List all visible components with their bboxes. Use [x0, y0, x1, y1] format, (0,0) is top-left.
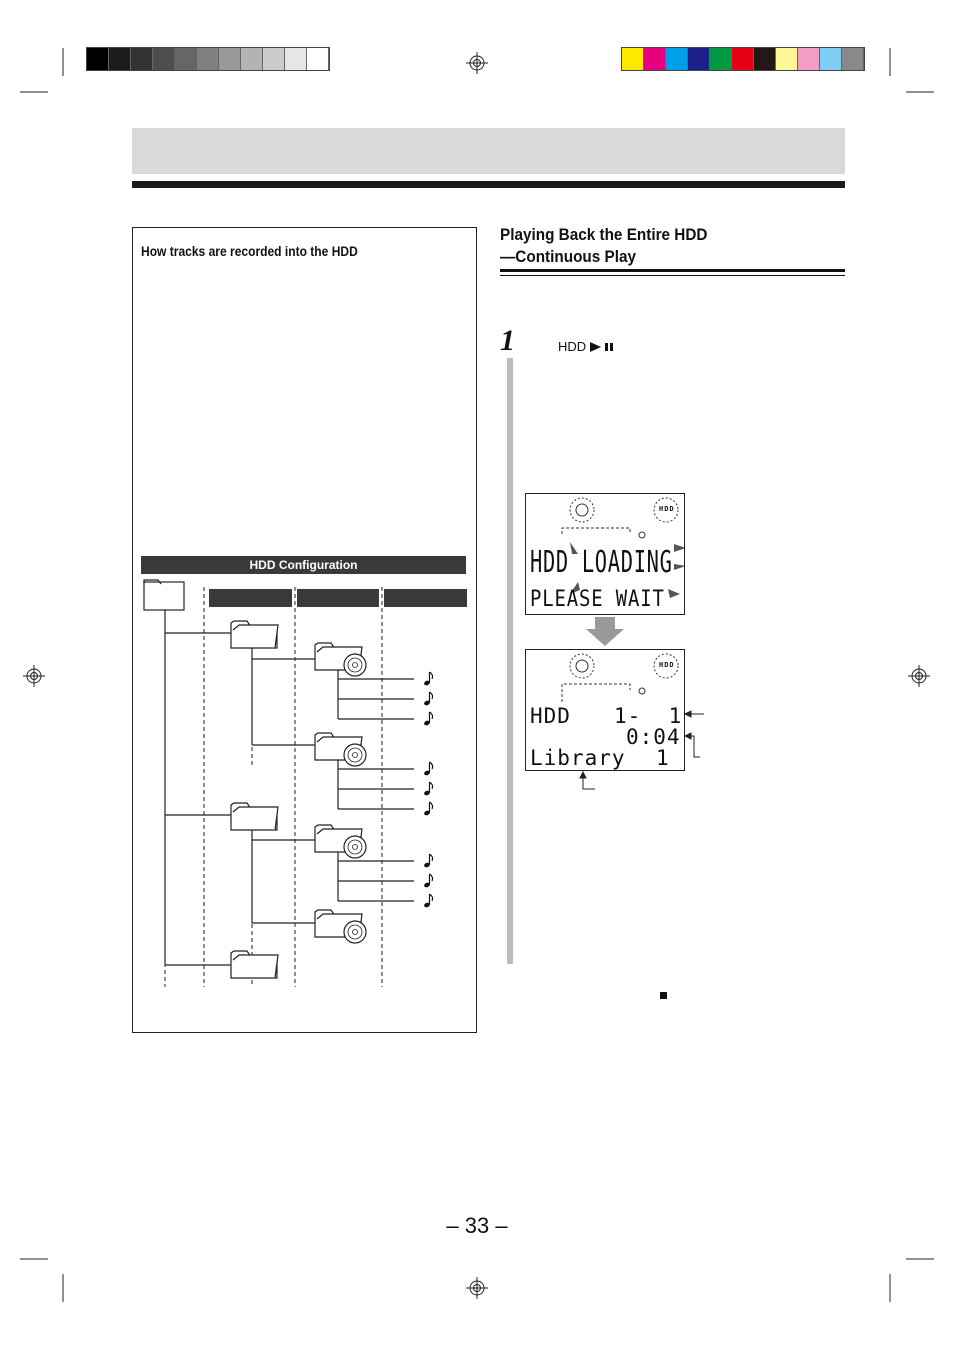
- grayscale-swatch: [197, 48, 219, 70]
- music-note-icon: [422, 671, 434, 687]
- music-note-icon: [422, 761, 434, 777]
- process-color-swatch: [710, 48, 732, 70]
- album-folder-icon: [314, 824, 367, 859]
- header-band: [132, 128, 845, 174]
- crosshair-top: [466, 52, 488, 74]
- page-number: – 33 –: [446, 1213, 508, 1238]
- section-rule: [500, 269, 845, 272]
- grayscale-swatch: [219, 48, 241, 70]
- grayscale-swatch: [175, 48, 197, 70]
- lcd-indicators: [561, 653, 679, 702]
- down-arrow-icon: [586, 617, 624, 646]
- crosshair-left: [23, 665, 45, 687]
- process-color-swatch: [820, 48, 842, 70]
- album-folder-icon: [314, 642, 367, 677]
- process-color-swatch: [666, 48, 688, 70]
- lcd-display-loading: HDD HDD LOADING PLEASE WAIT: [525, 493, 685, 615]
- lcd-indicators: [561, 497, 684, 598]
- lcd-line-2: PLEASE WAIT: [530, 587, 665, 612]
- music-note-icon: [422, 781, 434, 797]
- hdd-configuration-diagram: [143, 579, 467, 987]
- play-icon: [590, 341, 602, 352]
- root-folder-icon: [143, 581, 185, 611]
- lcd-source: HDD: [530, 704, 571, 728]
- album-folder-icon: [314, 909, 367, 944]
- library-folder-icon: [230, 620, 279, 649]
- grayscale-swatch: [241, 48, 263, 70]
- hdd-play-pause-button-label: HDD: [558, 339, 614, 354]
- hdd-label: HDD: [558, 339, 587, 354]
- column-header-3: [384, 589, 467, 607]
- grayscale-color-bar: [86, 47, 330, 71]
- grayscale-swatch: [87, 48, 109, 70]
- section-title: Playing Back the Entire HDD —Continuous …: [500, 225, 708, 266]
- process-color-swatch: [622, 48, 644, 70]
- process-color-swatch: [732, 48, 754, 70]
- step-number: 1: [500, 324, 515, 357]
- crosshair-right: [908, 665, 930, 687]
- lcd-track-number: 1- 1: [614, 704, 683, 728]
- music-note-icon: [422, 691, 434, 707]
- process-color-swatch: [754, 48, 776, 70]
- music-note-icon: [422, 801, 434, 817]
- lcd-display-playing: HDD HDD 1- 1 0:04 Library 1: [525, 649, 685, 771]
- lcd-elapsed-time: 0:04: [626, 725, 681, 749]
- column-header-1: [209, 589, 292, 607]
- music-note-icon: [422, 893, 434, 909]
- header-rule: [132, 181, 845, 188]
- music-note-icon: [422, 711, 434, 727]
- grayscale-swatch: [109, 48, 131, 70]
- hdd-configuration-heading: HDD Configuration: [141, 556, 466, 574]
- box-title: How tracks are recorded into the HDD: [141, 243, 358, 259]
- process-color-bar: [621, 47, 865, 71]
- process-color-swatch: [798, 48, 820, 70]
- lcd-callouts: [579, 710, 704, 790]
- process-color-swatch: [842, 48, 864, 70]
- grayscale-swatch: [285, 48, 307, 70]
- section-rule-thin: [500, 275, 845, 276]
- grayscale-swatch: [263, 48, 285, 70]
- grayscale-swatch: [153, 48, 175, 70]
- crosshair-bottom: [466, 1277, 488, 1299]
- hdd-badge: HDD: [659, 505, 675, 513]
- music-note-icon: [422, 873, 434, 889]
- hdd-recording-info-box: [132, 227, 477, 1033]
- process-color-swatch: [688, 48, 710, 70]
- column-header-2: [297, 589, 379, 607]
- album-folder-icon: [314, 732, 367, 767]
- library-folder-icon: [230, 950, 279, 979]
- lcd-library-number: 1: [656, 746, 670, 770]
- library-folder-icon: [230, 802, 279, 831]
- pause-icon: [605, 343, 614, 351]
- lcd-library-label: Library: [530, 746, 626, 770]
- grayscale-swatch: [307, 48, 329, 70]
- step-indicator-bar: [507, 358, 513, 964]
- lcd-line-1: HDD LOADING: [530, 545, 673, 580]
- grayscale-swatch: [131, 48, 153, 70]
- hdd-badge: HDD: [659, 661, 675, 669]
- stop-icon: [660, 992, 667, 999]
- process-color-swatch: [644, 48, 666, 70]
- process-color-swatch: [776, 48, 798, 70]
- music-note-icon: [422, 853, 434, 869]
